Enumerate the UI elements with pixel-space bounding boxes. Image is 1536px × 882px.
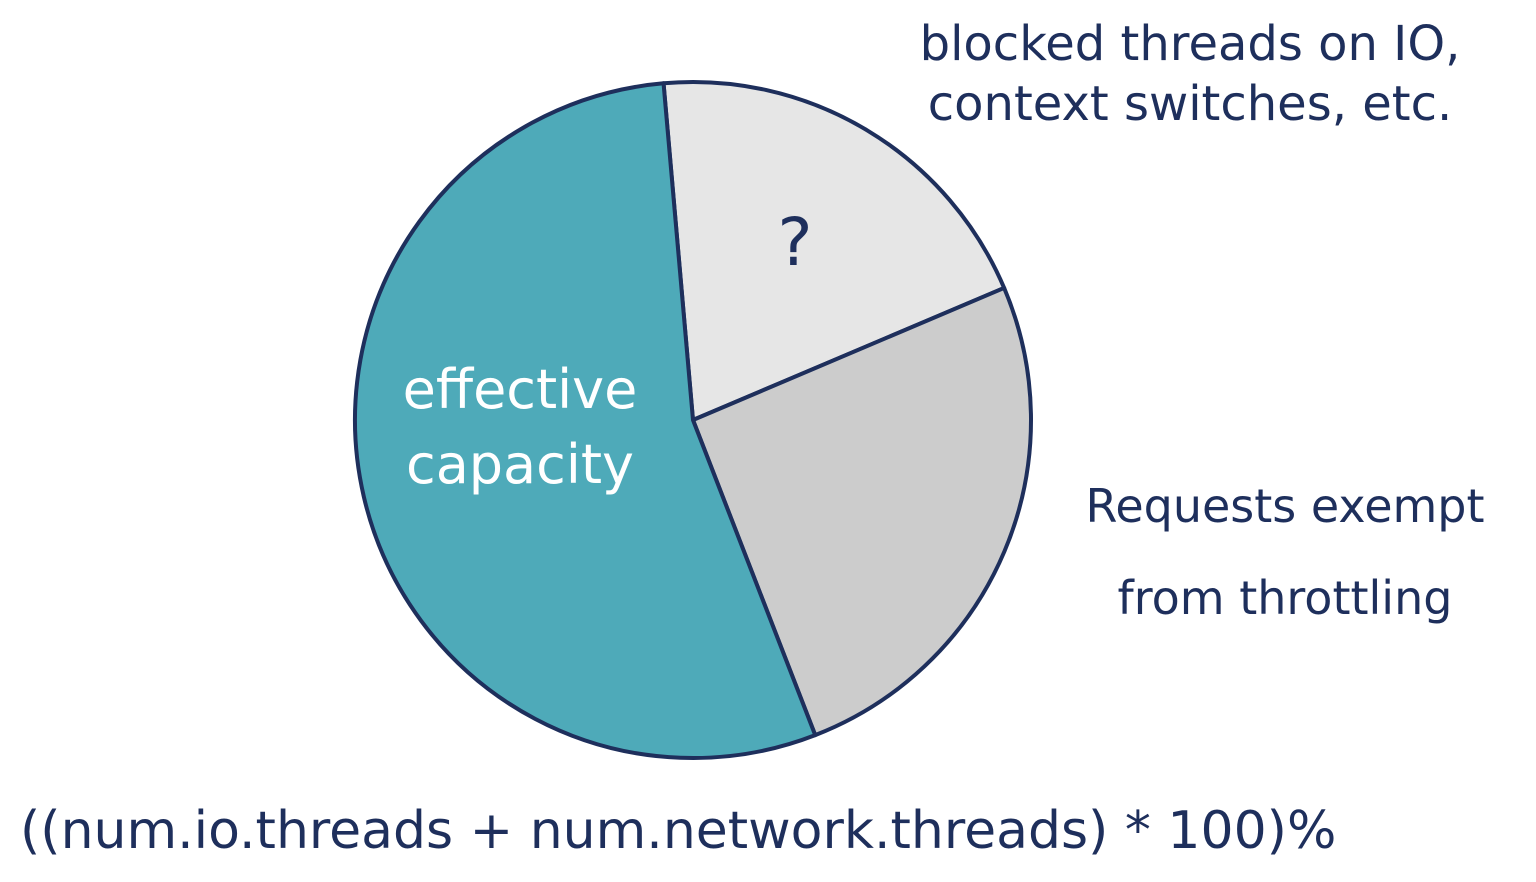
capacity-formula: ((num.io.threads + num.network.threads) … <box>20 801 1337 861</box>
exempt-requests-label-line1: Requests exempt <box>1085 479 1485 533</box>
blocked-threads-label: blocked threads on IO, context switches,… <box>880 14 1500 134</box>
effective-label-line2: capacity <box>406 433 634 496</box>
exempt-requests-label-line2: from throttling <box>1117 571 1453 625</box>
unknown-question-mark: ? <box>777 204 812 281</box>
blocked-threads-label-line2: context switches, etc. <box>927 76 1453 132</box>
effective-label-line1: effective <box>403 358 638 421</box>
pie-slice-exempt <box>691 285 1034 738</box>
pie-slice-unknown <box>661 80 1007 422</box>
pie-slice-effective <box>353 81 818 760</box>
exempt-requests-label: Requests exempt from throttling <box>1040 460 1530 644</box>
blocked-threads-label-line1: blocked threads on IO, <box>919 16 1461 72</box>
